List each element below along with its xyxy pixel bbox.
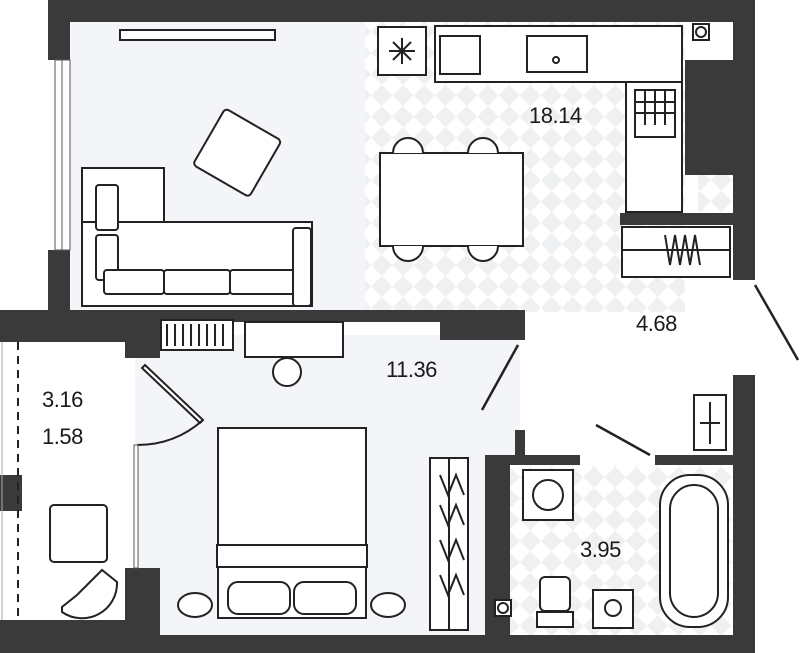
living-furniture xyxy=(81,108,313,307)
walls xyxy=(0,0,755,653)
room-area-bathroom: 3.95 xyxy=(580,537,621,562)
balcony-furniture xyxy=(49,504,119,620)
windows xyxy=(1,29,276,620)
room-area-hallway: 4.68 xyxy=(636,311,677,336)
room-area-balcony-reduced: 1.58 xyxy=(42,424,83,449)
bathroom-fixtures xyxy=(494,394,729,629)
kitchen-furniture xyxy=(377,23,731,278)
room-area-kitchen-living: 18.14 xyxy=(529,103,582,128)
bedroom-furniture xyxy=(160,319,469,631)
doors xyxy=(133,284,800,569)
room-area-balcony: 3.16 xyxy=(42,387,83,412)
room-area-bedroom: 11.36 xyxy=(386,357,437,382)
